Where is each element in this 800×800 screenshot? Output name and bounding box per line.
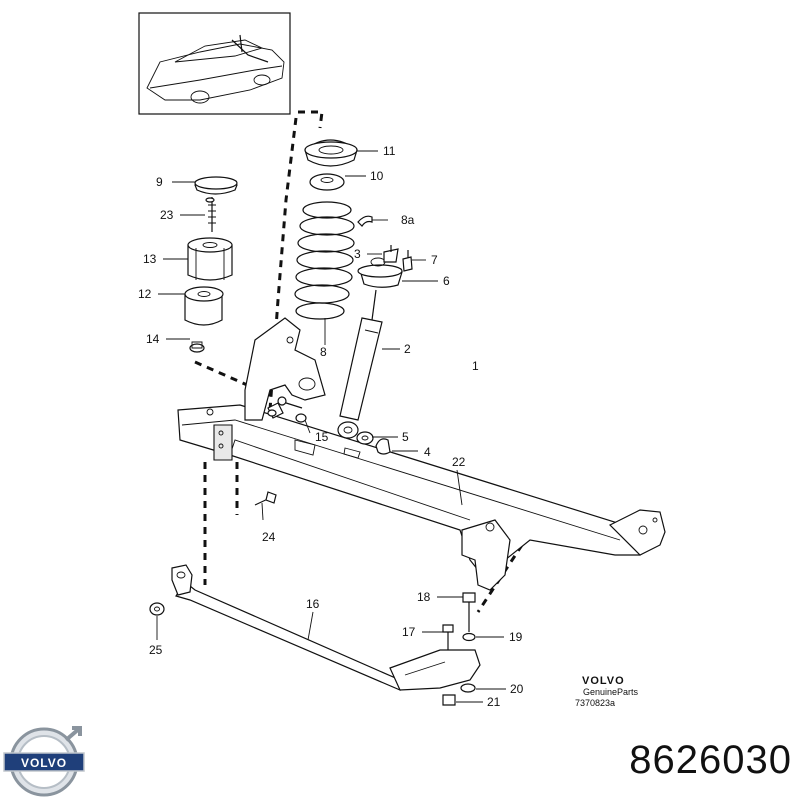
callout-13: 13 — [143, 252, 157, 266]
callout-9: 9 — [156, 175, 163, 189]
callout-8a: 8a — [401, 213, 415, 227]
callout-21: 21 — [487, 695, 501, 709]
volvo-logo: VOLVO — [3, 726, 85, 797]
callout-4: 4 — [424, 445, 431, 459]
bushings — [356, 431, 391, 455]
leader-lines — [156, 150, 506, 703]
brand-sub: GenuineParts — [583, 687, 639, 697]
callout-14: 14 — [146, 332, 160, 346]
diagram-code: 7370823a — [575, 698, 615, 708]
callout-24: 24 — [262, 530, 276, 544]
callout-6: 6 — [443, 274, 450, 288]
callout-18: 18 — [417, 590, 431, 604]
callout-15: 15 — [315, 430, 329, 444]
callout-19: 19 — [509, 630, 523, 644]
callout-17: 17 — [402, 625, 416, 639]
stabilizer-bar — [149, 564, 481, 691]
callout-12: 12 — [138, 287, 152, 301]
shock-absorber — [337, 289, 383, 439]
callout-23: 23 — [160, 208, 174, 222]
callout-2: 2 — [404, 342, 411, 356]
brand-block: VOLVO GenuineParts 7370823a — [575, 675, 639, 708]
callout-3: 3 — [354, 247, 361, 261]
part-number: 8626030 — [629, 738, 792, 782]
callout-25: 25 — [149, 643, 163, 657]
callout-labels: 1 2 3 4 5 6 7 8 8a 9 10 11 12 13 14 15 1… — [138, 144, 524, 709]
callout-5: 5 — [402, 430, 409, 444]
callout-20: 20 — [510, 682, 524, 696]
brand-name: VOLVO — [582, 675, 625, 687]
callout-1: 1 — [472, 359, 479, 373]
callout-8: 8 — [320, 345, 327, 359]
logo-wordmark: VOLVO — [21, 756, 67, 770]
bolt-24 — [254, 491, 277, 506]
callout-11: 11 — [383, 144, 396, 158]
stabilizer-bolts — [442, 592, 476, 706]
spring-bracket — [244, 317, 326, 421]
axle-subframe — [177, 404, 666, 591]
spring-seats — [304, 139, 358, 191]
top-mount — [357, 245, 413, 288]
callout-10: 10 — [370, 169, 384, 183]
bolt-15 — [267, 396, 307, 423]
coil-spring — [294, 201, 355, 320]
callout-22: 22 — [452, 455, 466, 469]
car-inset — [138, 12, 291, 115]
callout-7: 7 — [431, 253, 438, 267]
callout-16: 16 — [306, 597, 320, 611]
clip-8a — [357, 215, 373, 227]
left-mount-parts — [184, 176, 238, 353]
